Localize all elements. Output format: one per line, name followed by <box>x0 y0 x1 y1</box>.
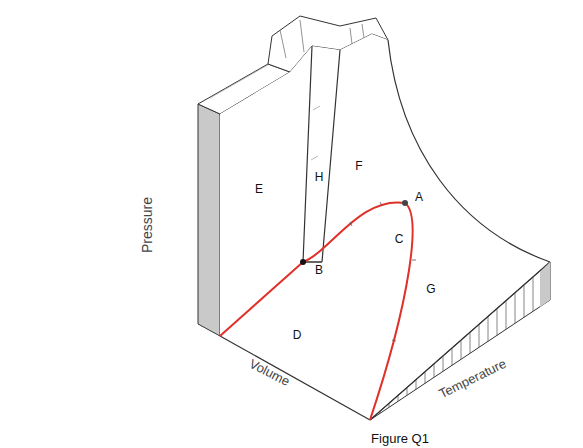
temperature-wall <box>370 262 550 420</box>
figure-caption: Figure Q1 <box>371 432 429 445</box>
point-label: A <box>414 191 424 203</box>
axis-bar <box>140 150 154 300</box>
axis-label: Pressure <box>140 197 154 253</box>
region-label: E <box>254 183 264 195</box>
region-label: C <box>394 233 405 245</box>
region-label: F <box>354 160 363 172</box>
triple-line <box>220 262 303 336</box>
triple-point <box>300 259 306 265</box>
fusion-strip <box>303 46 340 262</box>
region-label: D <box>292 329 303 341</box>
point-label: B <box>314 264 324 276</box>
saturation-dome <box>303 202 412 420</box>
region-label: H <box>314 171 325 183</box>
region-label: G <box>425 283 436 295</box>
front-face <box>198 104 220 336</box>
critical-point <box>402 200 408 206</box>
